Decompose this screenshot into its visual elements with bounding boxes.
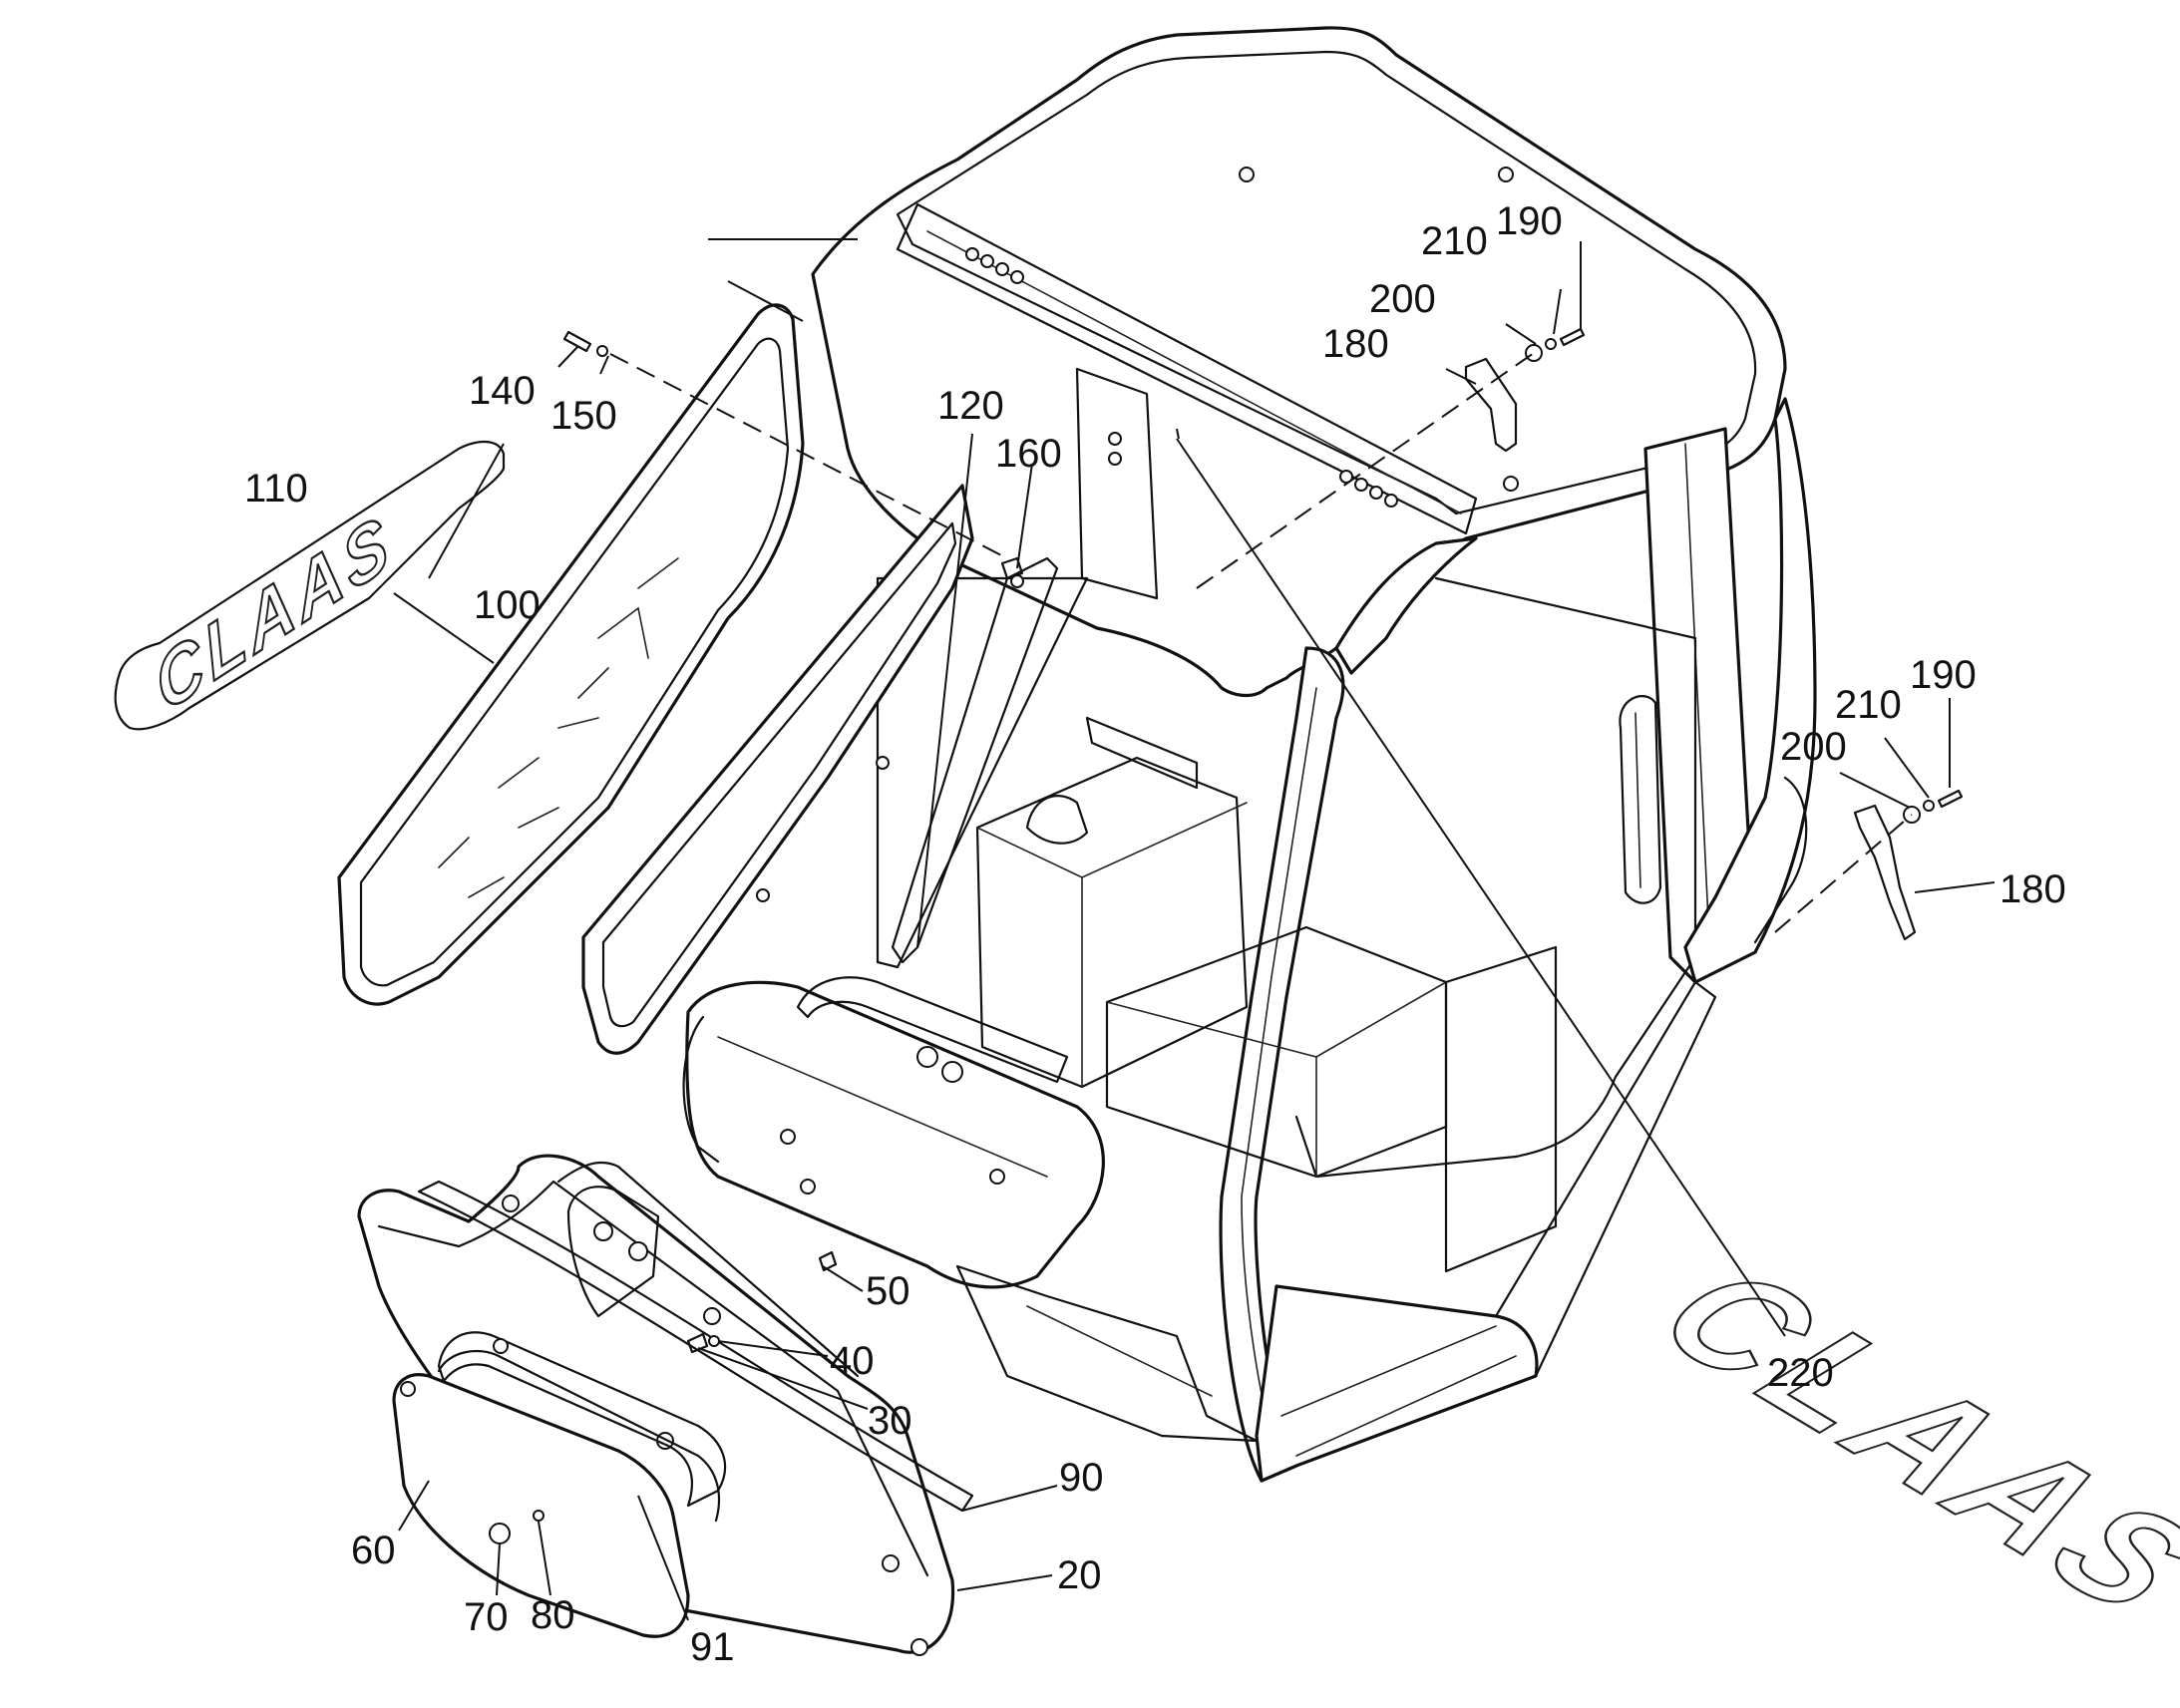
lockwasher-210-top: [1545, 338, 1557, 350]
side-hoop: [1334, 536, 1478, 675]
callout-200-right: 200: [1780, 725, 1847, 769]
handle-strip-91: [437, 1331, 727, 1508]
floor-frame: [1255, 1284, 1539, 1483]
callout-40: 40: [830, 1339, 875, 1383]
callout-100: 100: [474, 583, 541, 627]
callout-220: 220: [1767, 1351, 1834, 1395]
callout-50: 50: [866, 1269, 910, 1313]
dash-upper-rail: [796, 976, 1069, 1084]
rear-roll-hoop: [1683, 397, 1817, 984]
washer-200-top: [1525, 344, 1543, 362]
right-floor-rail: [1494, 980, 1717, 1378]
rear-frame: [1294, 576, 1697, 1179]
rear-console: [1444, 945, 1558, 1273]
pedal-bracket: [1025, 795, 1089, 845]
control-bracket: [1085, 716, 1199, 790]
bolt-190-top: [1559, 327, 1586, 347]
callout-30: 30: [868, 1399, 912, 1443]
callout-91: 91: [690, 1625, 735, 1669]
callout-20: 20: [1057, 1553, 1102, 1597]
trim-strip-90: [417, 1180, 974, 1513]
screw-30: [686, 1332, 709, 1354]
front-lower-apron: [955, 1264, 1259, 1443]
clip-50: [818, 1250, 838, 1272]
cab-frame: [682, 26, 1817, 1483]
claas-logo-small: CLAAS: [147, 496, 401, 729]
clip-160: [1000, 556, 1024, 580]
claas-logo-large-220: CLAAS: [1625, 1238, 2180, 1644]
left-side-lower-panel: [682, 1015, 720, 1164]
callout-210-right: 210: [1835, 683, 1902, 727]
bolt-190-right: [1937, 789, 1964, 809]
callout-60: 60: [351, 1529, 396, 1572]
callout-180-top: 180: [1322, 322, 1389, 366]
callout-110: 110: [244, 467, 308, 511]
screw-140: [562, 330, 592, 353]
rear-handrail: [1619, 695, 1662, 904]
callout-80: 80: [531, 1593, 575, 1637]
callout-180-right: 180: [1999, 867, 2066, 911]
callout-70: 70: [464, 1595, 509, 1639]
roof-front-beam: [896, 202, 1478, 535]
leader-lines: [393, 238, 1996, 1621]
callout-120: 120: [937, 384, 1004, 428]
callout-190-right: 190: [1910, 653, 1977, 697]
bracket-180-right: [1853, 804, 1917, 941]
callout-90: 90: [1059, 1456, 1104, 1500]
cowl-panel-20: [357, 1154, 955, 1656]
callout-150: 150: [550, 394, 617, 438]
washer-80: [533, 1510, 545, 1522]
callout-160: 160: [995, 432, 1062, 476]
cap-70: [489, 1523, 511, 1544]
front-dash-panel: [685, 980, 1105, 1289]
left-inner-pillar: [1075, 367, 1159, 600]
callout-210-top: 210: [1421, 219, 1488, 263]
left-console: [975, 756, 1249, 1089]
callout-labels: 20 30 40 50 60 70 80 90 91 100 110 120 1…: [244, 199, 2066, 1669]
rear-fender: [1753, 776, 1808, 944]
side-window-panel-100: [337, 303, 805, 1006]
lockwasher-210-right: [1923, 800, 1935, 812]
washer-150: [596, 345, 608, 357]
claas-decal-110: CLAAS: [114, 441, 506, 731]
cab-roof: [811, 26, 1787, 698]
bracket-180-top: [1464, 357, 1518, 453]
callout-140: 140: [469, 369, 536, 413]
callout-200-top: 200: [1369, 277, 1436, 321]
callout-190-top: 190: [1496, 199, 1563, 243]
washer-40: [708, 1335, 720, 1347]
door-hinge-post: [876, 576, 1089, 969]
